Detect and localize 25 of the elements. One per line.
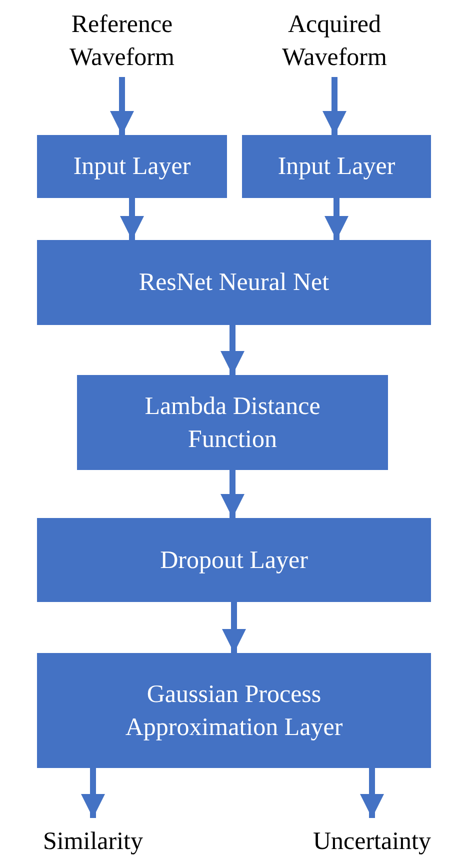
label-text: Input Layer <box>276 152 396 182</box>
label-text: Reference Waveform <box>68 10 176 73</box>
label-text: Dropout Layer <box>159 546 309 576</box>
arrow <box>120 198 144 240</box>
label-text: ResNet Neural Net <box>138 268 330 298</box>
process-box <box>37 653 431 768</box>
arrow <box>220 470 244 518</box>
arrow <box>220 325 244 375</box>
arrow <box>324 198 348 240</box>
arrow <box>322 77 346 135</box>
arrow <box>360 768 384 818</box>
label-text: Gaussian Process Approximation Layer <box>124 680 344 742</box>
arrow <box>110 77 134 135</box>
label-text: Lambda Distance Function <box>144 392 322 454</box>
arrow <box>81 768 105 818</box>
label-text: Similarity <box>42 826 144 856</box>
process-box <box>37 518 431 602</box>
label-text: Input Layer <box>72 152 192 182</box>
label-text: Acquired Waveform <box>281 10 388 73</box>
process-box <box>37 240 431 325</box>
process-box <box>37 135 227 198</box>
label-text: Uncertainty <box>312 826 432 856</box>
process-box <box>77 375 388 470</box>
process-box <box>242 135 431 198</box>
arrow <box>222 602 246 653</box>
